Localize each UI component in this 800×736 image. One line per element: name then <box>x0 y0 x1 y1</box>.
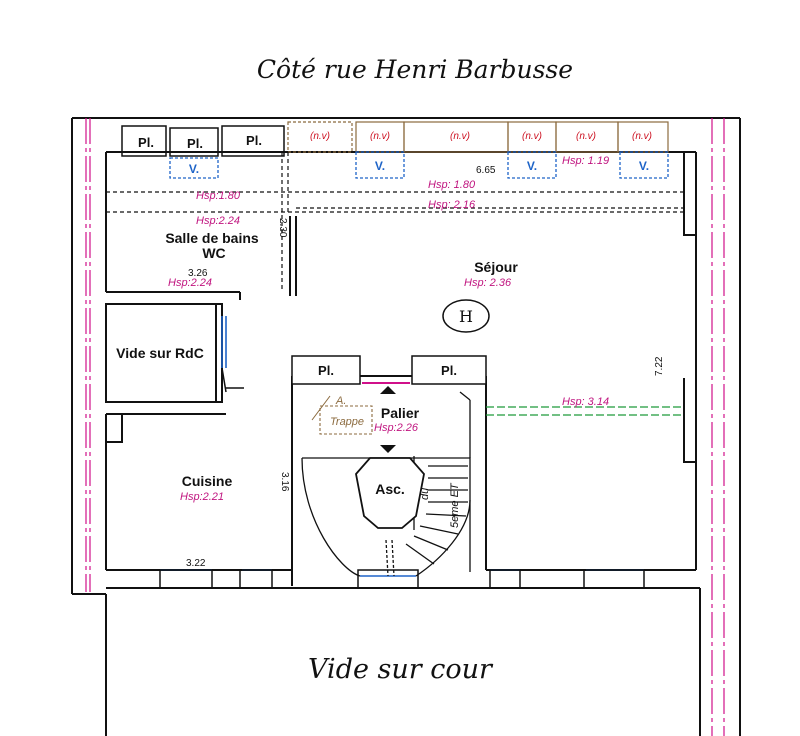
house-symbol-ring <box>442 299 490 333</box>
dim-living-width: 6.65 <box>476 165 496 176</box>
elevator-shaft <box>355 457 425 529</box>
closets-row: Pl. Pl. Pl. (n.v) (n.v) (n.v) (n.v) (n.v… <box>121 121 669 157</box>
trapdoor <box>319 405 373 435</box>
hsp-bath-lower: Hsp:2.24 <box>168 277 212 289</box>
trapdoor-label-1: A. <box>335 395 346 407</box>
closet-label-1: Pl. <box>138 135 154 150</box>
closet-nv-5: (n.v) <box>576 131 596 142</box>
vent-label-4: V. <box>639 159 649 173</box>
closet-nv-4: (n.v) <box>522 131 542 142</box>
dim-living-depth: 7.22 <box>654 356 665 376</box>
vent-label-1: V. <box>189 162 199 176</box>
vent-label-3: V. <box>527 159 537 173</box>
bottom-facade-frames <box>159 569 645 589</box>
room-living: Séjour <box>474 259 518 275</box>
room-landing: Palier <box>381 405 420 421</box>
room-bathroom: Salle de bains <box>165 230 259 246</box>
landing-closet-label-2: Pl. <box>441 363 457 378</box>
closet-label-2: Pl. <box>187 136 203 151</box>
room-wc: WC <box>202 245 225 261</box>
hsp-top-right: Hsp: 1.19 <box>562 155 609 167</box>
landing-closets: Pl. Pl. <box>291 355 487 385</box>
beam-lines <box>486 406 684 416</box>
trapdoor-label-2: Trappe <box>330 416 364 428</box>
ceiling-height-lines <box>106 152 686 292</box>
windows <box>160 316 644 577</box>
street-title: Côté rue Henri Barbusse <box>257 55 573 84</box>
dim-kitchen-width: 3.22 <box>186 558 206 569</box>
stairs-floor-label: 5eme ET <box>449 482 461 528</box>
stairwell <box>301 391 471 577</box>
closet-nv-1: (n.v) <box>310 131 330 142</box>
room-void-ground: Vide sur RdC <box>116 345 204 361</box>
hsp-bath-upper: Hsp:2.24 <box>196 215 240 227</box>
vents <box>169 151 669 179</box>
closet-label-3: Pl. <box>246 133 262 148</box>
party-wall-axes <box>85 118 725 736</box>
kitchen-partition <box>221 367 244 393</box>
hsp-beam: Hsp: 3.14 <box>562 396 609 408</box>
hsp-mid-band: Hsp: 2.16 <box>428 199 476 211</box>
courtyard-label: Vide sur cour <box>308 654 494 685</box>
room-lift: Asc. <box>375 481 405 497</box>
hsp-landing: Hsp:2.26 <box>374 422 419 434</box>
hsp-living: Hsp: 2.36 <box>464 277 512 289</box>
closet-nv-6: (n.v) <box>632 131 652 142</box>
closet-nv-2: (n.v) <box>370 131 390 142</box>
hsp-top-left: Hsp:1.80 <box>196 190 241 202</box>
dim-kitchen-depth: 3.16 <box>279 472 290 492</box>
stairs-down-label: du <box>419 488 431 500</box>
hsp-top-mid: Hsp: 1.80 <box>428 179 476 191</box>
vent-label-2: V. <box>375 159 385 173</box>
dim-bath-height: 2.30 <box>277 218 288 238</box>
hsp-kitchen: Hsp:2.21 <box>180 491 224 503</box>
landing-closet-label-1: Pl. <box>318 363 334 378</box>
room-kitchen: Cuisine <box>182 473 233 489</box>
closet-nv-3: (n.v) <box>450 131 470 142</box>
house-symbol: H <box>459 307 473 326</box>
dim-bath-width: 3.26 <box>188 268 208 279</box>
door-markers <box>362 382 410 453</box>
